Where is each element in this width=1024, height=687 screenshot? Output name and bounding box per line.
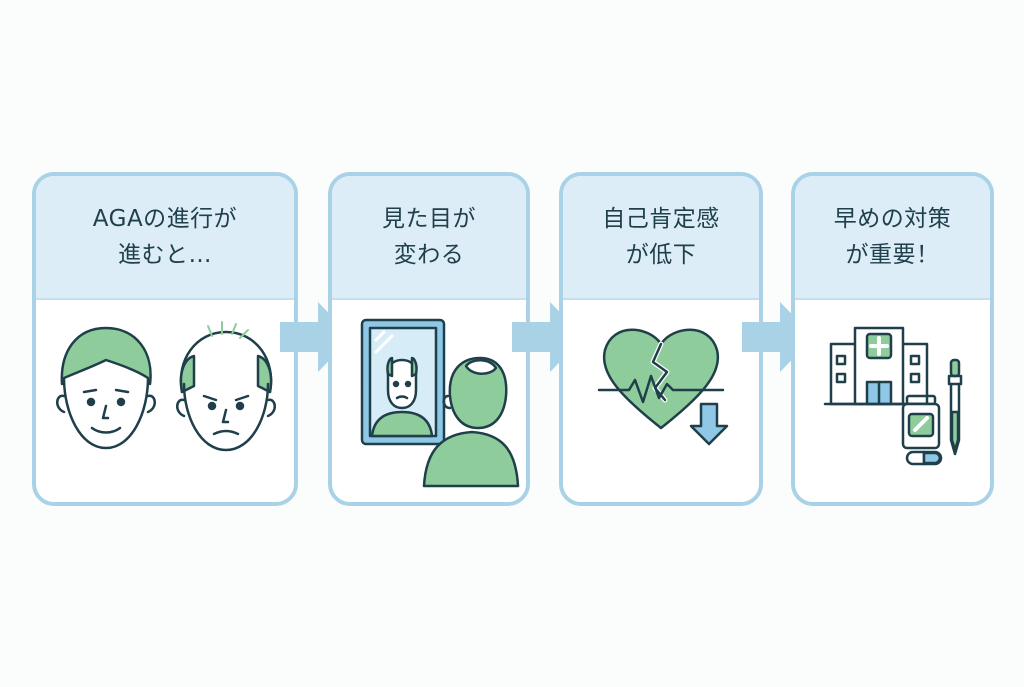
step-title-line-2: 進むと… [118,242,212,268]
hospital-medicine-icon [823,326,963,466]
step-card-appearance-changes: 見た目が 変わる [328,172,530,506]
balding-face-icon [176,321,276,452]
step-title-line-2: が低下 [625,242,697,268]
step-title-line-2: が重要！ [845,242,940,268]
step-title-line-1: 見た目が [382,206,476,232]
step-card-early-action: 早めの対策 が重要！ [791,172,994,506]
step-card-header: 自己肯定感 が低下 [563,176,759,300]
faces-icon [56,321,276,452]
step-card-self-esteem-drops: 自己肯定感 が低下 [559,172,763,506]
step-card-header: 見た目が 変わる [332,176,526,300]
step-illustration [563,300,759,502]
step-illustration [795,300,990,502]
step-title-line-1: 早めの対策 [833,206,952,232]
mirror-icon [360,318,520,488]
step-title-line-1: AGAの進行が [92,206,238,232]
step-card-aga-progress: AGAの進行が 進むと… [32,172,298,506]
step-title-line-2: 変わる [393,242,465,268]
step-title-line-1: 自己肯定感 [602,206,720,232]
step-illustration [36,300,294,502]
step-card-header: 早めの対策 が重要！ [795,176,990,300]
step-illustration [332,300,526,502]
happy-face-icon [56,326,156,450]
broken-heart-icon [597,328,729,446]
step-card-header: AGAの進行が 進むと… [36,176,294,300]
